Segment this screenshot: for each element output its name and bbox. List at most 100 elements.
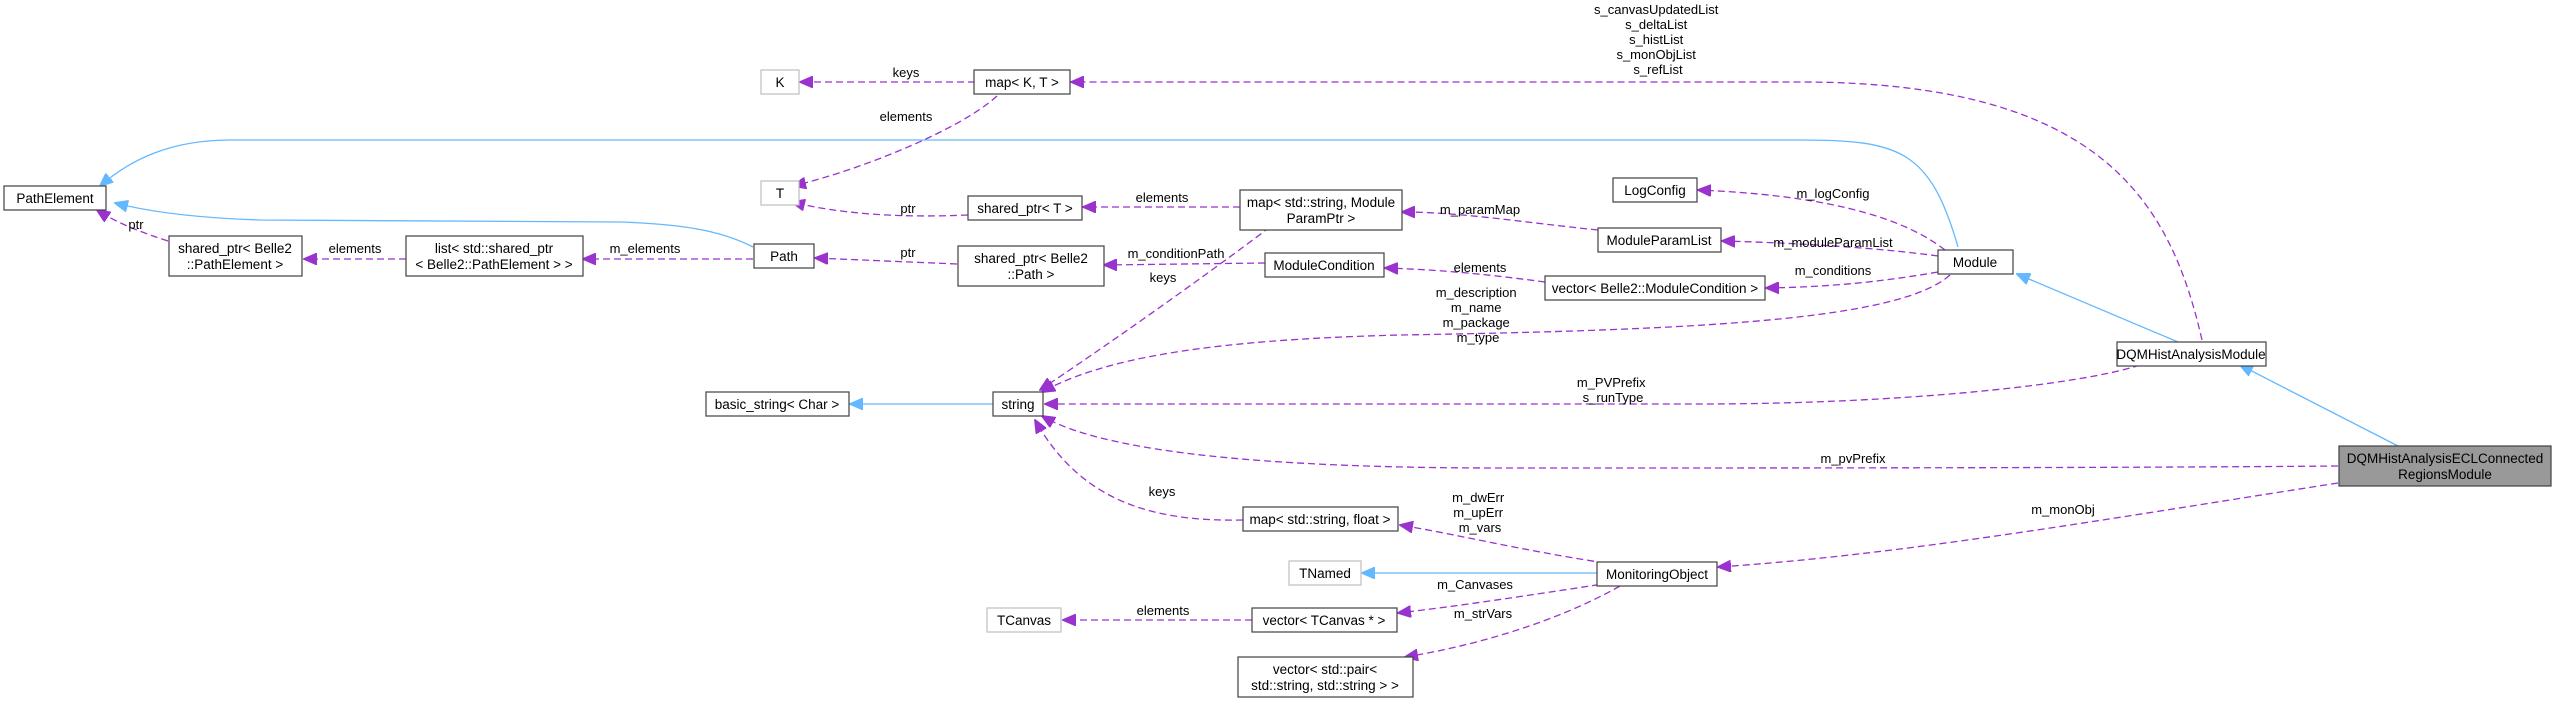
svg-text:K: K <box>775 75 784 90</box>
edge-label-elements: elements <box>329 241 382 256</box>
edge-ecl-to-string: m_pvPrefix <box>1042 416 2339 469</box>
node-modulecondition[interactable]: ModuleCondition <box>1264 252 1385 278</box>
edge-map-modparam-to-string: keys <box>1040 226 1271 390</box>
node-map-k-t[interactable]: map< K, T > <box>973 69 1071 95</box>
edge-label-m-canvases: m_Canvases <box>1437 577 1513 592</box>
edge-moduleparamlist-to-map-modparam: m_paramMap <box>1402 202 1599 231</box>
edge-dqmhist-inherits-module <box>2017 274 2179 343</box>
edge-map-modparam-to-sp-t: elements <box>1083 190 1240 207</box>
edge-label-m-parammap: m_paramMap <box>1440 202 1520 217</box>
node-path[interactable]: Path <box>753 243 815 269</box>
edge-label-keys: keys <box>1150 270 1177 285</box>
svg-text:ModuleParamList: ModuleParamList <box>1606 233 1711 248</box>
edge-label-keys: keys <box>893 65 920 80</box>
node-logconfig[interactable]: LogConfig <box>1612 177 1698 203</box>
svg-text:Module: Module <box>1953 255 1997 270</box>
svg-text:vector< TCanvas * >: vector< TCanvas * > <box>1263 613 1386 628</box>
edge-module-to-vec-modcond: m_conditions <box>1766 263 1939 288</box>
node-shared-ptr-pathelement[interactable]: shared_ptr< Belle2::PathElement > <box>168 235 303 277</box>
edge-monobj-to-vec-tcanvas: m_Canvases <box>1398 577 1611 613</box>
edge-label-elements: elements <box>1137 603 1190 618</box>
edge-label-m-conditions: m_conditions <box>1795 263 1872 278</box>
svg-text:shared_ptr< Belle2::PathElemen: shared_ptr< Belle2::PathElement > <box>178 241 292 272</box>
svg-text:vector< Belle2::ModuleConditio: vector< Belle2::ModuleCondition > <box>1552 281 1758 296</box>
edge-list-to-sp-pathelement: elements <box>304 241 406 259</box>
node-k[interactable]: K <box>760 69 800 95</box>
edge-map-float-to-string: keys <box>1035 420 1244 521</box>
node-shared-ptr-t[interactable]: shared_ptr< T > <box>967 195 1083 221</box>
svg-text:basic_string< Char >: basic_string< Char > <box>715 397 840 412</box>
edge-ecl-inherits-dqmhist <box>2240 365 2399 447</box>
node-string[interactable]: string <box>992 391 1044 417</box>
edge-monobj-to-vec-pair: m_strVars <box>1405 585 1621 657</box>
node-tnamed[interactable]: TNamed <box>1288 560 1362 586</box>
svg-text:vector< std::pair<std::string,: vector< std::pair<std::string, std::stri… <box>1251 662 1399 693</box>
edge-vec-tcanvas-to-tcanvas: elements <box>1063 603 1252 620</box>
svg-text:Path: Path <box>770 249 798 264</box>
edge-label-ptr: ptr <box>900 201 916 216</box>
edge-label-dqm-strings: m_PVPrefix s_runType <box>1577 375 1649 405</box>
node-module[interactable]: Module <box>1937 249 2014 275</box>
edge-label-module-strings: m_description m_name m_package m_type <box>1436 285 1521 345</box>
node-pathelement[interactable]: PathElement <box>3 185 107 211</box>
node-shared-ptr-path[interactable]: shared_ptr< Belle2::Path > <box>957 245 1105 287</box>
edge-label-elements: elements <box>1136 190 1189 205</box>
edge-sp-pathelement-to-pathelement: ptr <box>97 210 169 242</box>
svg-text:LogConfig: LogConfig <box>1624 183 1686 198</box>
edge-path-to-list: m_elements <box>583 241 753 259</box>
node-dqmhistanalysismodule[interactable]: DQMHistAnalysisModule <box>2116 341 2267 367</box>
edge-dqmhist-to-string: m_PVPrefix s_runType <box>1045 364 2141 405</box>
node-list-shared-ptr[interactable]: list< std::shared_ptr< Belle2::PathEleme… <box>405 235 584 277</box>
node-vector-tcanvas[interactable]: vector< TCanvas * > <box>1251 607 1398 633</box>
node-tcanvas[interactable]: TCanvas <box>986 607 1062 633</box>
svg-text:ModuleCondition: ModuleCondition <box>1273 258 1374 273</box>
edge-label-ptr: ptr <box>128 217 144 232</box>
edge-dqmhist-to-mapkt: s_canvasUpdatedList s_deltaList s_histLi… <box>1071 2 2203 341</box>
svg-text:string: string <box>1001 397 1034 412</box>
edge-module-to-string: m_description m_name m_package m_type <box>1042 274 1951 392</box>
edge-module-inherits-pathelement <box>100 139 1959 248</box>
svg-text:map< K, T >: map< K, T > <box>985 75 1059 90</box>
edge-module-to-moduleparamlist: m_moduleParamList <box>1722 235 1939 257</box>
edge-label-keys: keys <box>1149 484 1176 499</box>
svg-text:list< std::shared_ptr< Belle2:: list< std::shared_ptr< Belle2::PathEleme… <box>415 241 572 272</box>
svg-text:PathElement: PathElement <box>16 191 94 206</box>
edge-module-to-logconfig: m_logConfig <box>1698 186 1946 251</box>
edge-mapkt-to-k: keys <box>800 65 975 82</box>
node-map-string-float[interactable]: map< std::string, float > <box>1242 506 1399 532</box>
edge-mapkt-to-t: elements <box>793 95 998 186</box>
edge-label-m-moduleparamlist: m_moduleParamList <box>1773 235 1893 250</box>
svg-text:T: T <box>776 186 784 201</box>
edge-monobj-to-map-float: m_dwErr m_upErr m_vars <box>1400 490 1606 564</box>
node-moduleparamlist[interactable]: ModuleParamList <box>1597 227 1722 253</box>
edge-label-m-pvprefix: m_pvPrefix <box>1820 451 1886 466</box>
svg-text:shared_ptr< T >: shared_ptr< T > <box>977 201 1073 216</box>
node-t[interactable]: T <box>760 180 800 206</box>
svg-text:TCanvas: TCanvas <box>997 613 1051 628</box>
edge-vec-modcond-to-modulecondition: elements <box>1385 260 1546 283</box>
edge-label-m-strvars: m_strVars <box>1454 606 1513 621</box>
edge-label-m-elements: m_elements <box>610 241 681 256</box>
svg-text:shared_ptr< Belle2::Path >: shared_ptr< Belle2::Path > <box>974 251 1088 282</box>
svg-text:map< std::string, float >: map< std::string, float > <box>1249 512 1390 527</box>
edge-path-inherits-pathelement <box>115 203 754 248</box>
edge-label-float-vars: m_dwErr m_upErr m_vars <box>1452 490 1508 535</box>
edge-label-ptr: ptr <box>900 245 916 260</box>
edge-label-m-conditionpath: m_conditionPath <box>1128 246 1225 261</box>
node-basic-string[interactable]: basic_string< Char > <box>705 391 850 417</box>
svg-text:MonitoringObject: MonitoringObject <box>1606 567 1708 582</box>
edge-label-m-monobj: m_monObj <box>2031 502 2095 517</box>
node-vector-pair-string[interactable]: vector< std::pair<std::string, std::stri… <box>1237 656 1414 698</box>
edge-ecl-to-monobj: m_monObj <box>1718 482 2339 567</box>
node-vector-modulecondition[interactable]: vector< Belle2::ModuleCondition > <box>1544 275 1766 301</box>
svg-text:DQMHistAnalysisModule: DQMHistAnalysisModule <box>2116 347 2265 362</box>
edge-sp-path-to-path: ptr <box>815 245 958 265</box>
edge-modulecondition-to-sp-path: m_conditionPath <box>1104 246 1266 265</box>
node-monitoringobject[interactable]: MonitoringObject <box>1596 561 1718 587</box>
edge-label-elements: elements <box>1454 260 1507 275</box>
edge-label-static-lists: s_canvasUpdatedList s_deltaList s_histLi… <box>1594 2 1722 77</box>
